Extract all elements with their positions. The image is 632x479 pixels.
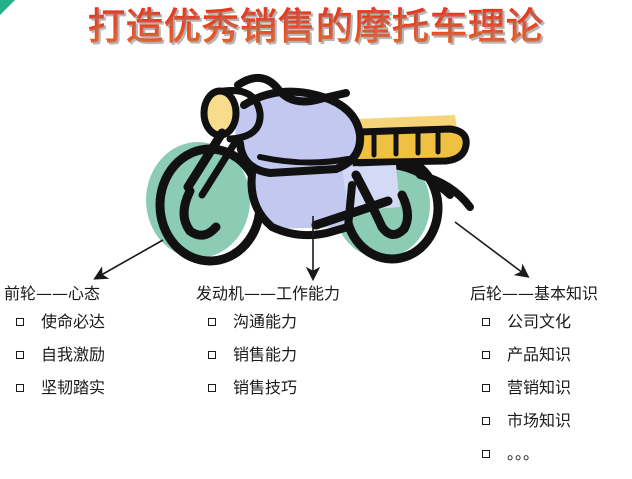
- column-engine: 发动机——工作能力 沟通能力 销售能力 销售技巧: [196, 283, 411, 411]
- list-item-label: 自我激励: [41, 345, 106, 364]
- page-title: 打造优秀销售的摩托车理论 打造优秀销售的摩托车理论: [0, 2, 632, 52]
- list-item-label: 销售技巧: [233, 378, 298, 397]
- square-bullet-icon: [482, 351, 490, 359]
- front-fork: [183, 128, 227, 192]
- page-title-text: 打造优秀销售的摩托车理论: [88, 2, 544, 52]
- square-bullet-icon: [482, 450, 490, 458]
- tank-outline: [236, 87, 365, 178]
- headlight-lens: [200, 87, 240, 139]
- rear-wheel-spoke: [351, 170, 412, 239]
- square-bullet-icon: [208, 384, 216, 392]
- square-bullet-icon: [208, 318, 216, 326]
- front-wheel-spoke: [179, 186, 221, 240]
- list-item: 销售技巧: [196, 378, 411, 398]
- handlebar: [234, 74, 350, 106]
- list-item: 。。。: [470, 444, 632, 464]
- list-item-label: 销售能力: [233, 345, 298, 364]
- bullet-list: 公司文化 产品知识 营销知识 市场知识 。。。: [470, 312, 632, 464]
- list-item-label: 。。。: [507, 444, 540, 463]
- list-item-label: 市场知识: [507, 411, 572, 430]
- list-item-label: 使命必达: [41, 312, 106, 331]
- list-item-label: 产品知识: [507, 345, 572, 364]
- column-heading: 后轮——基本知识: [470, 284, 599, 303]
- list-item-label: 沟通能力: [233, 312, 298, 331]
- list-item: 市场知识: [470, 411, 632, 431]
- column-heading: 发动机——工作能力: [196, 284, 341, 303]
- square-bullet-icon: [482, 417, 490, 425]
- list-item: 产品知识: [470, 345, 632, 365]
- square-bullet-icon: [16, 318, 24, 326]
- exhaust-pipe: [416, 171, 474, 211]
- list-item-label: 营销知识: [507, 378, 572, 397]
- column-heading: 前轮——心态: [4, 284, 101, 303]
- list-item-label: 公司文化: [507, 312, 572, 331]
- motorcycle-illustration: [146, 74, 474, 266]
- page-title-shadow-text: 打造优秀销售的摩托车理论: [90, 4, 546, 54]
- square-bullet-icon: [482, 318, 490, 326]
- headlight-housing: [220, 86, 264, 143]
- square-bullet-icon: [482, 384, 490, 392]
- list-item: 使命必达: [4, 312, 194, 332]
- corner-triangle-decoration: [0, 0, 15, 15]
- list-item-label: 坚韧踏实: [41, 378, 106, 397]
- bullet-list: 使命必达 自我激励 坚韧踏实: [4, 312, 194, 398]
- list-item: 坚韧踏实: [4, 378, 194, 398]
- list-item: 销售能力: [196, 345, 411, 365]
- tank-crease: [257, 154, 351, 166]
- frame-lower-outline: [247, 163, 356, 240]
- column-rear-wheel: 后轮——基本知识 公司文化 产品知识 营销知识 市场知识 。。。: [470, 283, 632, 477]
- list-item: 沟通能力: [196, 312, 411, 332]
- engine-body: [252, 159, 358, 229]
- list-item: 营销知识: [470, 378, 632, 398]
- column-front-wheel: 前轮——心态 使命必达 自我激励 坚韧踏实: [4, 283, 194, 411]
- list-item: 自我激励: [4, 345, 194, 365]
- list-item: 公司文化: [470, 312, 632, 332]
- bullet-list: 沟通能力 销售能力 销售技巧: [196, 312, 411, 398]
- square-bullet-icon: [16, 351, 24, 359]
- front-fork-inner: [198, 137, 240, 199]
- square-bullet-icon: [16, 384, 24, 392]
- fuel-tank-body: [235, 94, 357, 171]
- page-title-shadow: 打造优秀销售的摩托车理论: [0, 2, 632, 52]
- square-bullet-icon: [208, 351, 216, 359]
